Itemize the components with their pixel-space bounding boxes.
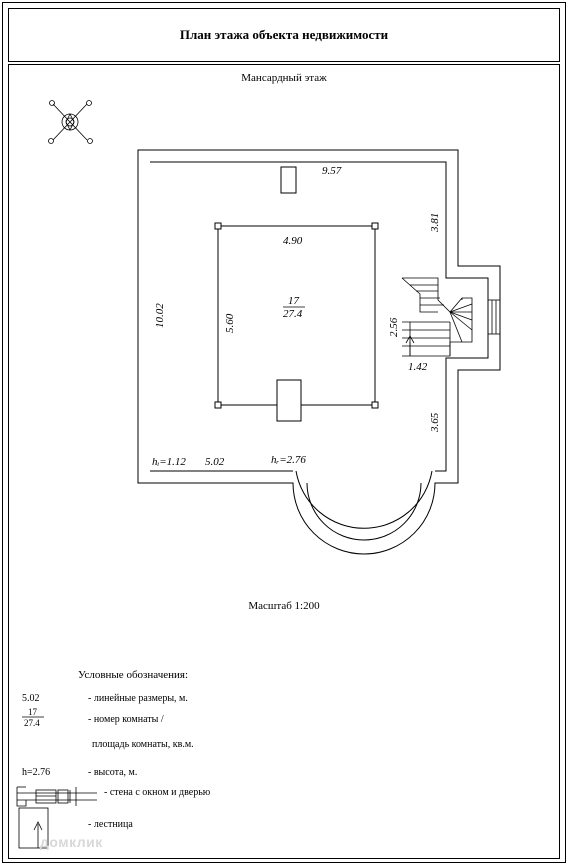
dim-left-height: 10.02 [154,303,166,328]
chimney [280,166,297,194]
legend-sample-dimension: 5.02 [22,693,40,704]
plan-frame [8,64,560,859]
compass-icon [48,100,93,144]
window [487,299,501,335]
exterior-walls [137,149,501,555]
legend-sample-room-area: 27.4 [24,718,40,728]
height-right: hᵣ=2.76 [271,454,306,466]
room-area: 27.4 [283,308,303,320]
dim-right-upper: 3.81 [429,213,441,233]
legend-sample-height: h=2.76 [22,767,51,778]
legend-samples [16,716,97,849]
legend-dimension-text: - линейные размеры, м. [88,693,188,704]
legend-title: Условные обозначения: [78,669,189,681]
page-title: План этажа объекта недвижимости [179,27,389,42]
dim-stair-width: 1.42 [408,361,428,373]
height-left: hᵢ=1.12 [152,456,186,468]
floor-name: Мансардный этаж [241,72,327,84]
legend-stairs-text: - лестница [88,819,133,830]
legend-height-text: - высота, м. [88,767,138,778]
legend-wall-text: - стена с окном и дверью [104,787,211,798]
dim-inner-height: 5.60 [224,313,236,333]
inner-outline [214,222,379,422]
legend-room-text: - номер комнаты / [88,714,164,725]
room-number: 17 [288,295,300,307]
title-box: План этажа объекта недвижимости [8,8,560,62]
dim-right-lower: 3.65 [429,412,441,433]
legend-sample-room-number: 17 [28,707,37,717]
dim-top-width: 9.57 [322,165,342,177]
dim-stair-height: 2.56 [388,317,400,337]
legend-room-text2: площадь комнаты, кв.м. [92,739,194,750]
watermark: домклик [40,834,103,850]
scale-label: Масштаб 1:200 [248,600,320,612]
staircase [401,277,473,357]
dim-inner-width: 4.90 [283,235,303,247]
dim-bottom-width: 5.02 [205,456,225,468]
